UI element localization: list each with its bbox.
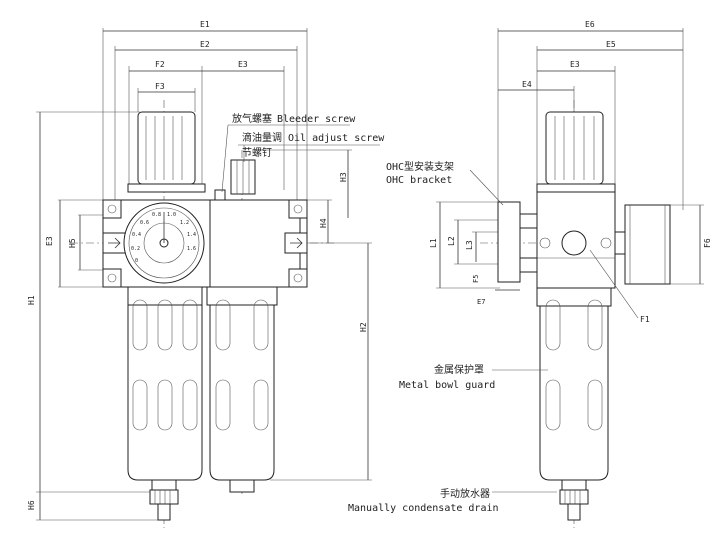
dim-f2: F2 [155, 60, 165, 69]
ohc-bracket-cn: OHC型安装支架 [386, 160, 454, 173]
bleeder-screw-en: Bleeder screw [277, 114, 356, 125]
dim-h1: H1 [27, 295, 36, 305]
gauge-tick-5: 1.0 [167, 212, 176, 218]
regulator-knob [127, 111, 206, 193]
ohc-bracket [497, 201, 538, 283]
filter-bowl [127, 286, 203, 521]
dim-h4: H4 [319, 218, 328, 228]
ohc-bracket-en: OHC bracket [386, 175, 452, 186]
dim-h3: H3 [339, 172, 348, 182]
dim-e7: E7 [477, 298, 485, 306]
dim-e3-side: E3 [570, 60, 580, 69]
bowl-guard-en: Metal bowl guard [399, 380, 495, 391]
gauge-tick-8: 1.6 [187, 246, 196, 252]
dim-e6: E6 [585, 20, 595, 29]
dim-f5: F5 [472, 275, 480, 283]
pressure-gauge: 0 0.2 0.4 0.6 0.8 1.0 1.2 1.4 1.6 [123, 202, 205, 284]
side-view: E6 E5 E3 E4 L1 L2 L3 F4 F5 E7 C1 F6 [348, 20, 712, 528]
oil-adjust-cn-1: 滴油量调 [242, 131, 282, 144]
side-body-block [536, 191, 616, 289]
dim-e2: E2 [200, 40, 210, 49]
gauge-tick-0: 0 [135, 258, 138, 264]
side-gauge [614, 204, 671, 285]
dim-f3: F3 [155, 82, 165, 91]
dim-e3-left: E3 [45, 236, 54, 246]
dim-l1: L1 [429, 238, 438, 248]
side-regulator-knob [536, 111, 616, 193]
gauge-tick-1: 0.2 [131, 246, 140, 252]
dim-l2: L2 [447, 236, 456, 246]
dim-h6: H6 [27, 500, 36, 510]
side-bowl [536, 287, 612, 521]
oil-adjust-screw [214, 159, 256, 201]
drain-cn: 手动放水器 [440, 487, 490, 500]
dim-e5: E5 [606, 40, 616, 49]
bowl-guard-cn: 金属保护罩 [434, 363, 484, 376]
gauge-tick-2: 0.4 [132, 232, 141, 238]
dim-f6: F6 [703, 238, 712, 248]
drain-en: Manually condensate drain [348, 503, 499, 514]
dim-e1: E1 [200, 20, 210, 29]
bleeder-screw-cn: 放气螺塞 [232, 112, 272, 125]
dim-e4: E4 [522, 80, 532, 89]
lubricator-bowl [206, 286, 278, 493]
dim-f1: F1 [640, 315, 650, 324]
dim-e3-top: E3 [238, 60, 248, 69]
gauge-tick-3: 0.6 [140, 220, 149, 226]
oil-adjust-en: Oil adjust screw [288, 133, 385, 144]
oil-adjust-cn-2: 节螺钉 [242, 147, 272, 159]
gauge-tick-4: 0.8 [152, 212, 161, 218]
gauge-tick-7: 1.4 [187, 232, 196, 238]
dim-l3: L3 [465, 240, 474, 250]
front-view: E1 E2 F2 E3 F3 E3 H5 H1 H6 H3 H4 H2 [27, 20, 385, 528]
dim-h2: H2 [359, 322, 368, 332]
gauge-tick-6: 1.2 [180, 220, 189, 226]
